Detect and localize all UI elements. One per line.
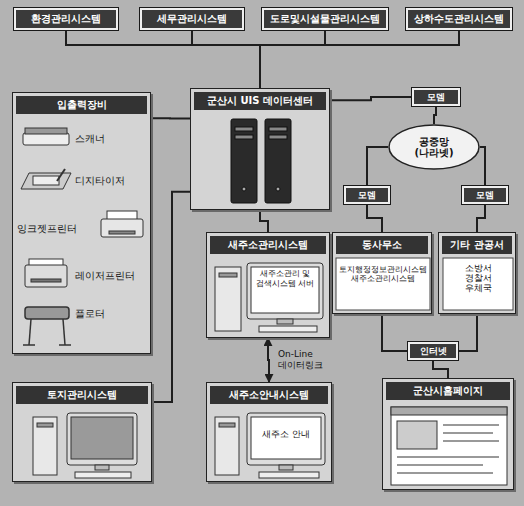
node-label: 환경관리시스템 [31,13,101,25]
connector-line [367,204,382,232]
node-detail: 새주소 안내 [253,429,319,440]
plotter-icon [23,307,71,345]
node-label: 새주소안내시스템 [210,386,328,404]
laser-printer-icon [25,259,67,287]
node-label: 입출력장비 [16,96,147,114]
node-detail: 레이저프린터 [75,270,147,282]
modem-box: 모뎀 [412,88,460,106]
system-panel: 새주소관리시스템새주소관리 및 검색시스템 서버 [206,232,330,338]
connector-line [66,30,260,88]
system-box: 도로및시설물관리시스템 [262,8,388,30]
node-detail: 토지행정정보관리시스템 새주소관리시스템 [338,265,428,283]
node-detail: 소방서 경찰서 우체국 [456,263,500,294]
node-label: 공중망 (나라넷) [405,136,463,159]
modem-box: 모뎀 [344,186,390,204]
modem-box: 모뎀 [462,186,508,204]
system-box: 세무관리시스템 [140,8,244,30]
connector-line [152,192,190,402]
node-detail: 스캐너 [75,133,147,145]
node-detail: 새주소관리 및 검색시스템 서버 [253,269,317,288]
connector-line [480,147,485,186]
node-label: 군산시 UIS 데이터센터 [194,92,326,110]
device-panel: 입출력장비스캐너디지타이저잉크젯프린터레이저프린터플로터 [12,92,151,354]
node-label: 도로및시설물관리시스템 [270,13,380,25]
connector-line [192,30,260,88]
connector-line [268,338,269,382]
homepage-panel: 군산시홈페이지 [382,378,514,490]
data-center-panel: 군산시 UIS 데이터센터 [190,88,330,210]
inkjet-printer-icon [101,211,143,237]
node-label: 세무관리시스템 [157,13,227,25]
system-panel: 새주소안내시스템새주소 안내 [206,382,332,482]
node-detail: 디지타이저 [75,175,147,187]
node-label: 기타 관공서 [442,236,512,254]
node-detail: 잉크젯프린터 [17,223,97,235]
office-panel: 동사무소토지행정정보관리시스템 새주소관리시스템 [332,232,432,314]
digitizer-icon [21,169,71,189]
network-ellipse: 공중망 (나라넷) [388,124,480,170]
node-label: 모뎀 [427,92,445,103]
system-box: 상하수도관리시스템 [406,8,512,30]
system-panel: 토지관리시스템 [12,382,152,482]
connector-line [477,204,485,232]
node-label: 모뎀 [358,190,376,201]
connector-line [260,30,459,88]
office-panel: 기타 관공서소방서 경찰서 우체국 [438,232,516,314]
node-label: 토지관리시스템 [16,386,148,404]
connector-line [458,314,477,351]
node-label: 동사무소 [336,236,428,254]
node-label: 모뎀 [476,190,494,201]
node-detail: 플로터 [75,308,147,320]
connector-line [260,210,268,232]
connector-line [330,97,412,100]
connector-line [434,106,436,124]
system-box: 환경관리시스템 [14,8,118,30]
node-label: 군산시홈페이지 [386,382,510,400]
connector-line [367,147,388,186]
connector-label: On-Line 데이터링크 [276,348,340,372]
internet-box: 인터넷 [408,342,458,360]
connector-line [260,30,325,88]
connector-line [151,117,190,119]
node-label: 새주소관리시스템 [210,236,326,254]
scanner-icon [23,128,69,145]
node-label: 상하수도관리시스템 [414,13,504,25]
connector-line [433,360,448,378]
node-label: 인터넷 [420,346,447,357]
connector-line [382,314,408,351]
